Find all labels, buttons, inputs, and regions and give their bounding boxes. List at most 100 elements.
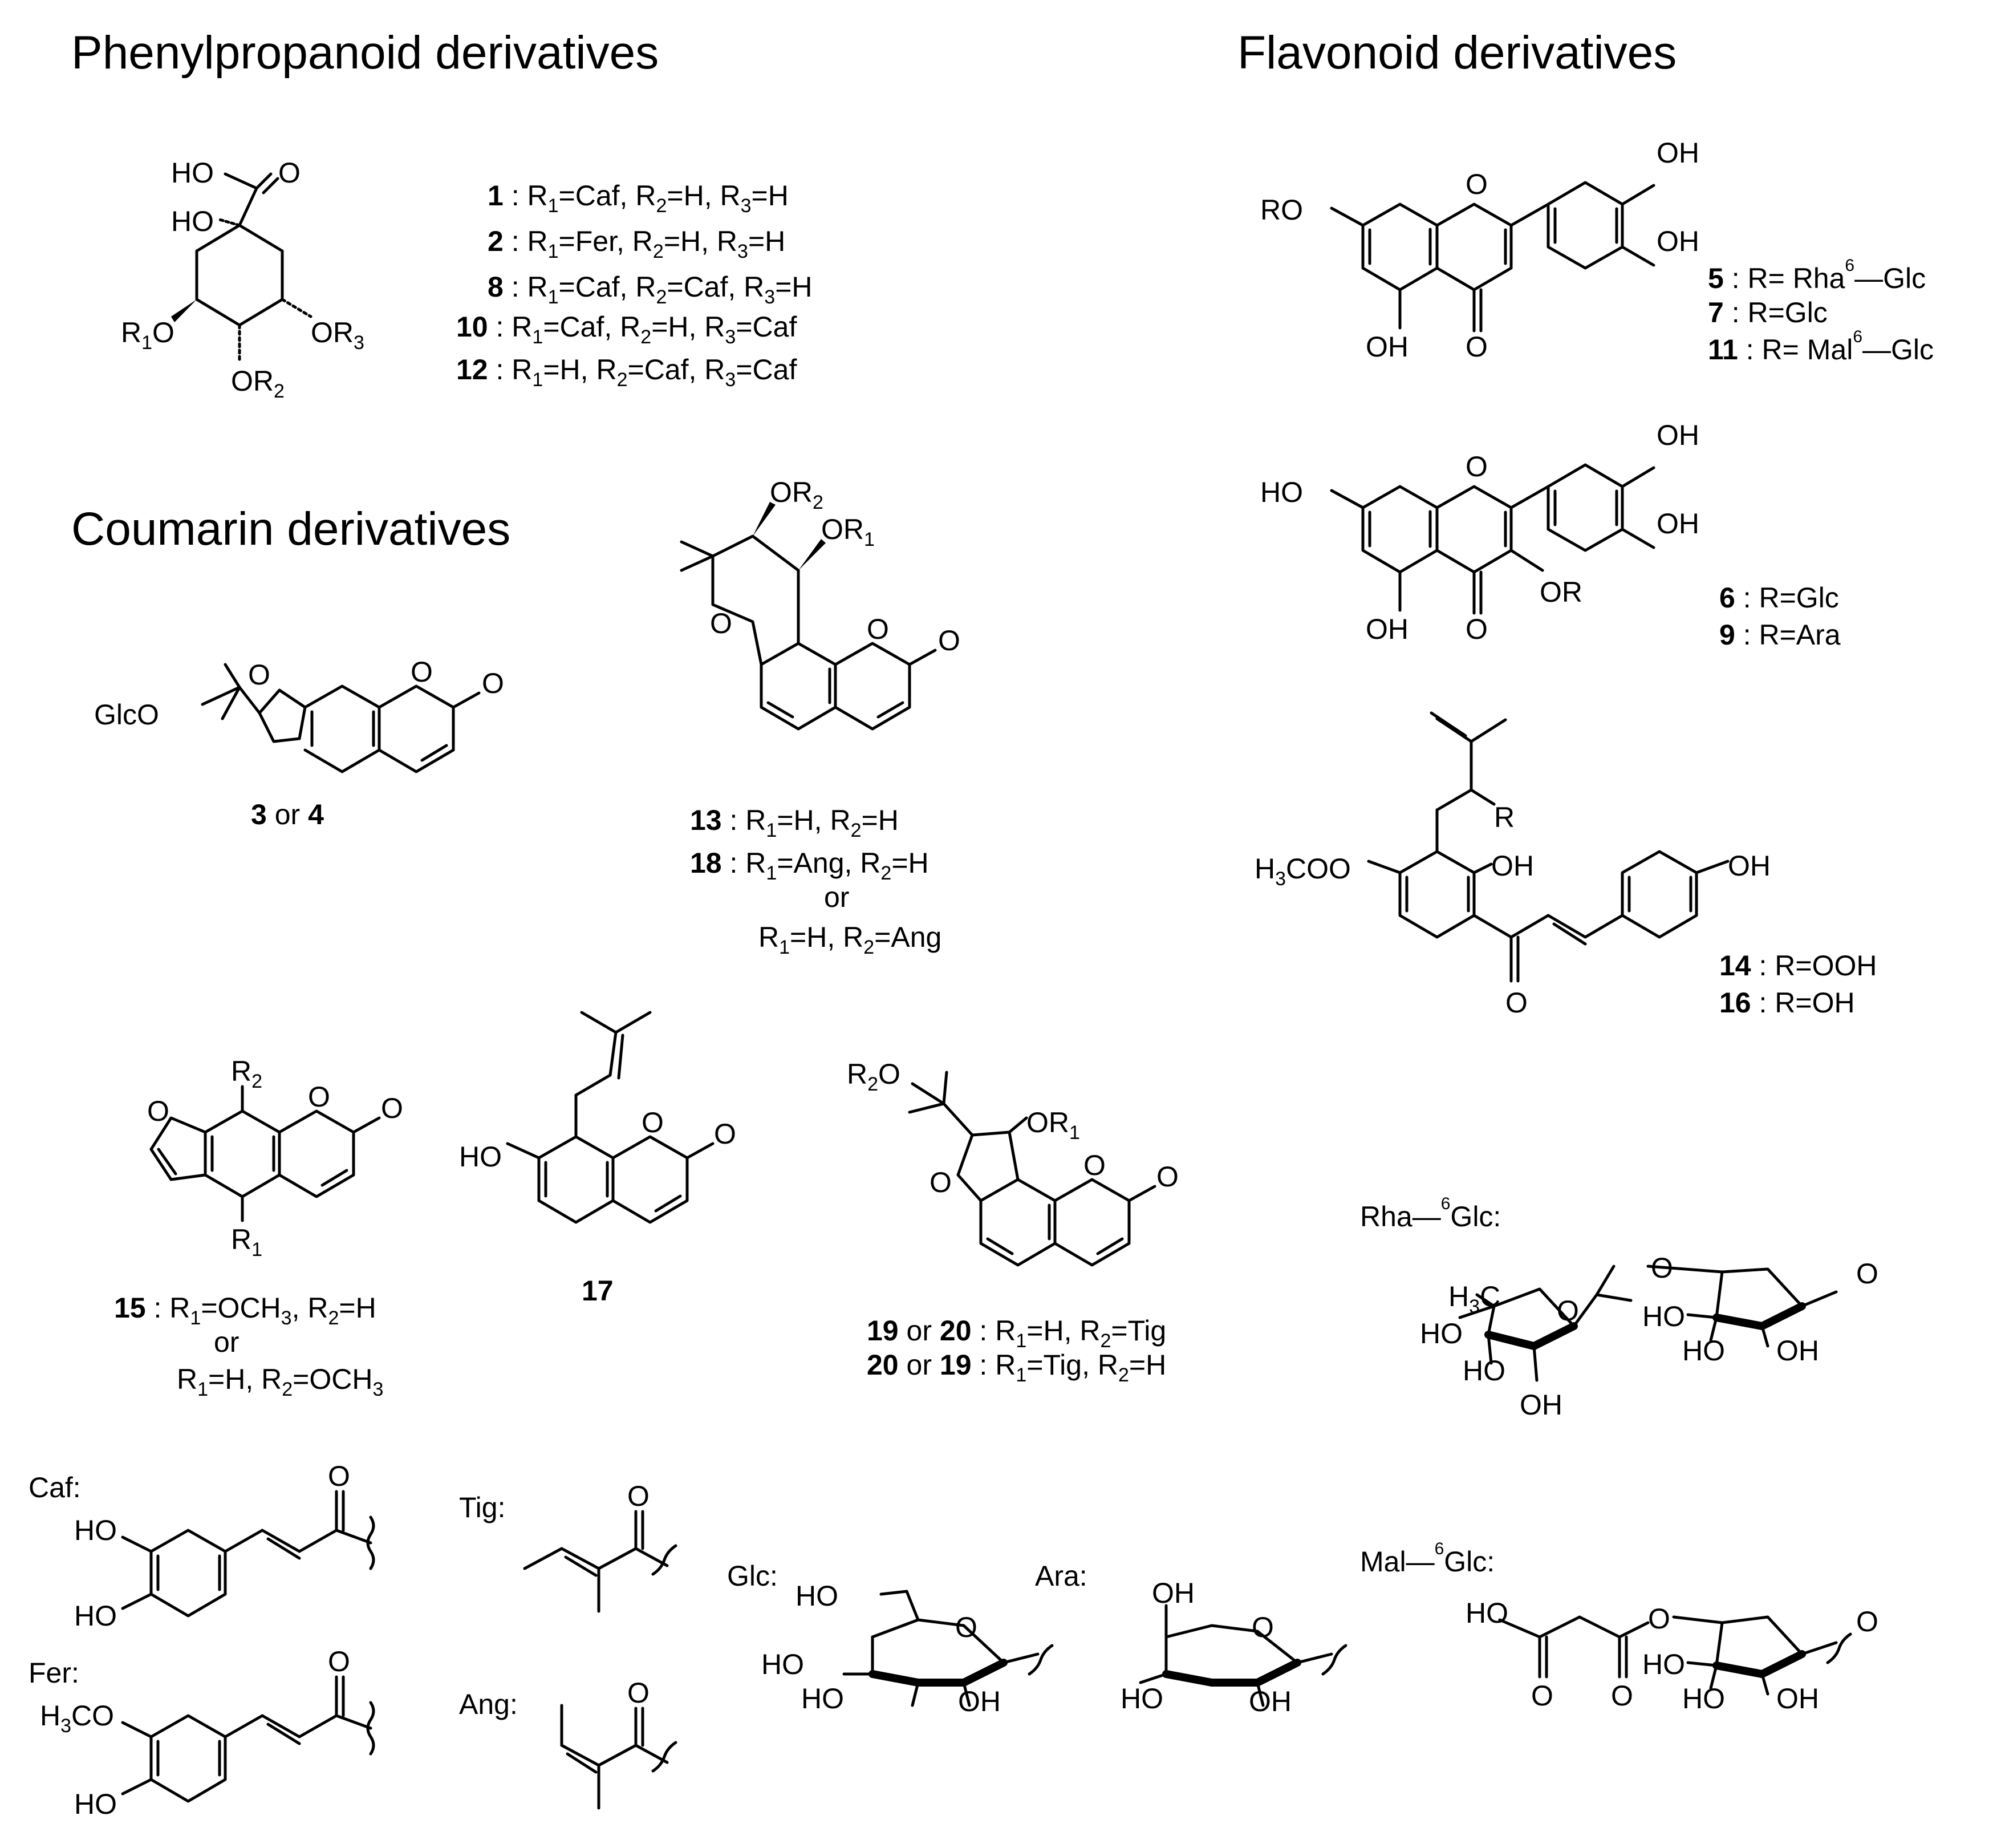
phenyl-row: 1 : R1=Caf, R2=H, R3=H xyxy=(488,180,789,217)
rha-glc-h3c: H3C xyxy=(1448,1280,1500,1318)
rha-oh: OH xyxy=(1520,1389,1562,1421)
coumarin-13-o-lactone: O xyxy=(867,613,889,645)
angeloyl-structure xyxy=(560,1704,677,1810)
coumarin-17-o-carbonyl: O xyxy=(714,1118,736,1150)
coum-row-18: 18 : R1=Ang, R2=H xyxy=(690,847,929,884)
mal-o-1: O xyxy=(1531,1680,1553,1712)
mal-glc-ho-1: HO xyxy=(1642,1648,1685,1680)
flavonol-oh-mid: OH xyxy=(1657,508,1699,540)
flav-row-6: 6 : R=Glc xyxy=(1719,582,1839,614)
mal-glc-ho-2: HO xyxy=(1682,1683,1725,1715)
flav-row-11: 11 : R= Mal6—Glc xyxy=(1708,327,1934,366)
caf-ho-2: HO xyxy=(74,1600,117,1632)
glc-ho-1: HO xyxy=(1642,1300,1685,1332)
ara-ho: HO xyxy=(1121,1683,1163,1715)
coumarin-3-4-structure xyxy=(201,663,481,773)
coumarin-3-4-label: 3 or 4 xyxy=(251,799,324,830)
flavonol-list: 6 : R=Glc 9 : R=Ara xyxy=(1719,582,1841,651)
feruloyl-structure xyxy=(121,1675,375,1803)
glc-oh-c: OH xyxy=(958,1685,1001,1717)
rha-ho-2: HO xyxy=(1463,1355,1505,1387)
coumarin-17-structure xyxy=(506,1011,715,1224)
ang-o-keto: O xyxy=(627,1677,650,1709)
caf-ho-1: HO xyxy=(74,1514,117,1546)
coum-row-13: 13 : R1=H, R2=H xyxy=(690,804,899,841)
coum-row-15: 15 : R1=OCH3, R2=H xyxy=(114,1292,376,1329)
coumarin-19-r2o: R2O xyxy=(847,1058,900,1095)
mal-glc-o-ring: O xyxy=(1856,1606,1878,1638)
mal-glc-oh: OH xyxy=(1776,1683,1819,1715)
quinic-or3: OR3 xyxy=(311,317,364,354)
flav-row-5: 5 : R= Rha6—Glc xyxy=(1708,256,1926,294)
flavone-list-a: 5 : R= Rha6—Glc 7 : R=Glc 11 : R= Mal6—G… xyxy=(1708,256,1934,366)
flavonol-ho: HO xyxy=(1260,476,1303,508)
flavonol-oh-top: OH xyxy=(1657,419,1699,451)
fer-h3co: H3CO xyxy=(40,1700,114,1737)
glc-oh: OH xyxy=(1776,1335,1819,1367)
rha-glc-structure xyxy=(1458,1265,1838,1382)
coumarin-13-or2: OR2 xyxy=(770,476,823,513)
coumarin-15-r2: R2 xyxy=(231,1055,262,1092)
phenyl-compound-list: 1 : R1=Caf, R2=H, R3=H 2 : R1=Fer, R2=H,… xyxy=(456,180,813,391)
chalcone-r: R xyxy=(1494,801,1515,833)
coumarin-19-20-list: 19 or 20 : R1=H, R2=Tig 20 or 19 : R1=Ti… xyxy=(867,1315,1166,1386)
coumarin-19-o-furan: O xyxy=(930,1166,952,1198)
coum-row-18-alt: R1=H, R2=Ang xyxy=(758,921,941,958)
ara-oh-top: OH xyxy=(1152,1577,1195,1609)
coum-row-19: 19 or 20 : R1=H, R2=Tig xyxy=(867,1315,1166,1352)
coumarin-15-structure xyxy=(149,1085,381,1222)
coumarin-19-or1: OR1 xyxy=(1026,1107,1080,1144)
fer-label: Fer: xyxy=(29,1657,79,1689)
arabinose-structure xyxy=(1139,1604,1347,1707)
coumarin-13-18-structure xyxy=(680,502,937,731)
mal-ho: HO xyxy=(1466,1597,1508,1629)
mal-o-ester: O xyxy=(1648,1603,1670,1635)
coum-row-20: 20 or 19 : R1=Tig, R2=H xyxy=(867,1349,1166,1386)
coumarin-3-o-carbonyl: O xyxy=(482,667,504,699)
glc-ho-ch2: HO xyxy=(795,1580,838,1612)
coumarin-15-o-lactone: O xyxy=(308,1081,330,1113)
coumarin-17-o-lactone: O xyxy=(642,1107,664,1138)
mal-glc-heading: Mal—6Glc: xyxy=(1360,1539,1495,1578)
coumarin-15-o-carbonyl: O xyxy=(381,1092,403,1124)
flavone-a-oh-top: OH xyxy=(1657,137,1699,169)
rha-o-ring: O xyxy=(1557,1295,1579,1327)
heading-coumarin: Coumarin derivatives xyxy=(71,503,510,555)
coumarin-19-20-structure xyxy=(908,1071,1156,1267)
flavone-a-o-ring: O xyxy=(1466,168,1488,200)
coumarin-3-o-furan: O xyxy=(248,659,270,691)
rha-glc-o-link: O xyxy=(1651,1252,1673,1284)
coumarin-13-o-carbonyl: O xyxy=(938,625,960,656)
tig-o-keto: O xyxy=(627,1480,650,1512)
glc-o-ring: O xyxy=(955,1611,977,1643)
glucose-structure xyxy=(842,1590,1054,1707)
flavone-a-oh-bottom: OH xyxy=(1366,331,1409,363)
glc-label: Glc: xyxy=(727,1560,778,1592)
phenyl-row: 2 : R1=Fer, R2=H, R3=H xyxy=(488,225,785,262)
caffeoyl-structure xyxy=(121,1490,375,1618)
flavonol-or: OR xyxy=(1540,576,1582,608)
chalcone-list: 14 : R=OOH 16 : R=OH xyxy=(1719,950,1877,1019)
chalcone-structure xyxy=(1367,711,1730,983)
quinic-r1o: R1O xyxy=(121,317,174,354)
heading-flavonoid: Flavonoid derivatives xyxy=(1237,27,1677,79)
glc-ho-b: HO xyxy=(801,1683,844,1715)
coumarin-13-o-pyran: O xyxy=(710,607,732,639)
quinic-ho: HO xyxy=(171,205,214,237)
ara-oh: OH xyxy=(1249,1685,1292,1717)
coumarin-15-r1: R1 xyxy=(231,1223,262,1261)
coumarin-17-label: 17 xyxy=(582,1275,614,1307)
quinic-ho-acid: HO xyxy=(171,157,214,189)
ang-label: Ang: xyxy=(459,1688,518,1720)
chalcone-o-keto: O xyxy=(1505,987,1528,1019)
rha-ho-1: HO xyxy=(1420,1318,1463,1349)
flav-row-7: 7 : R=Glc xyxy=(1708,297,1828,329)
chalcone-row-16: 16 : R=OH xyxy=(1719,987,1855,1019)
fer-ho: HO xyxy=(74,1788,117,1820)
flav-row-9: 9 : R=Ara xyxy=(1719,619,1841,651)
malonyl-glucose-structure xyxy=(1498,1615,1852,1696)
coumarin-13-or1: OR1 xyxy=(821,513,875,550)
flavonol-o-ring: O xyxy=(1466,451,1488,483)
fer-o-keto: O xyxy=(328,1646,350,1677)
